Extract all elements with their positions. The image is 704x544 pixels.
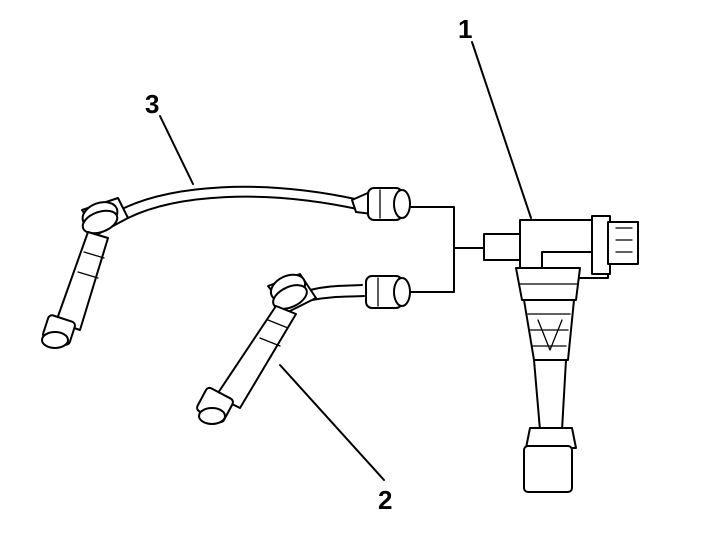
spark-plug-wire-long: [41, 185, 411, 349]
ignition-coil: [483, 215, 639, 493]
callout-label-1: 1: [458, 14, 472, 44]
leader-line-1: [471, 41, 532, 219]
connection-bracket: [409, 206, 485, 293]
leader-line-2: [279, 364, 385, 481]
leader-line-3: [159, 115, 194, 185]
callout-label-2: 2: [378, 485, 392, 515]
callout-label-3: 3: [145, 89, 159, 119]
spark-plug-wire-short: [196, 273, 411, 425]
